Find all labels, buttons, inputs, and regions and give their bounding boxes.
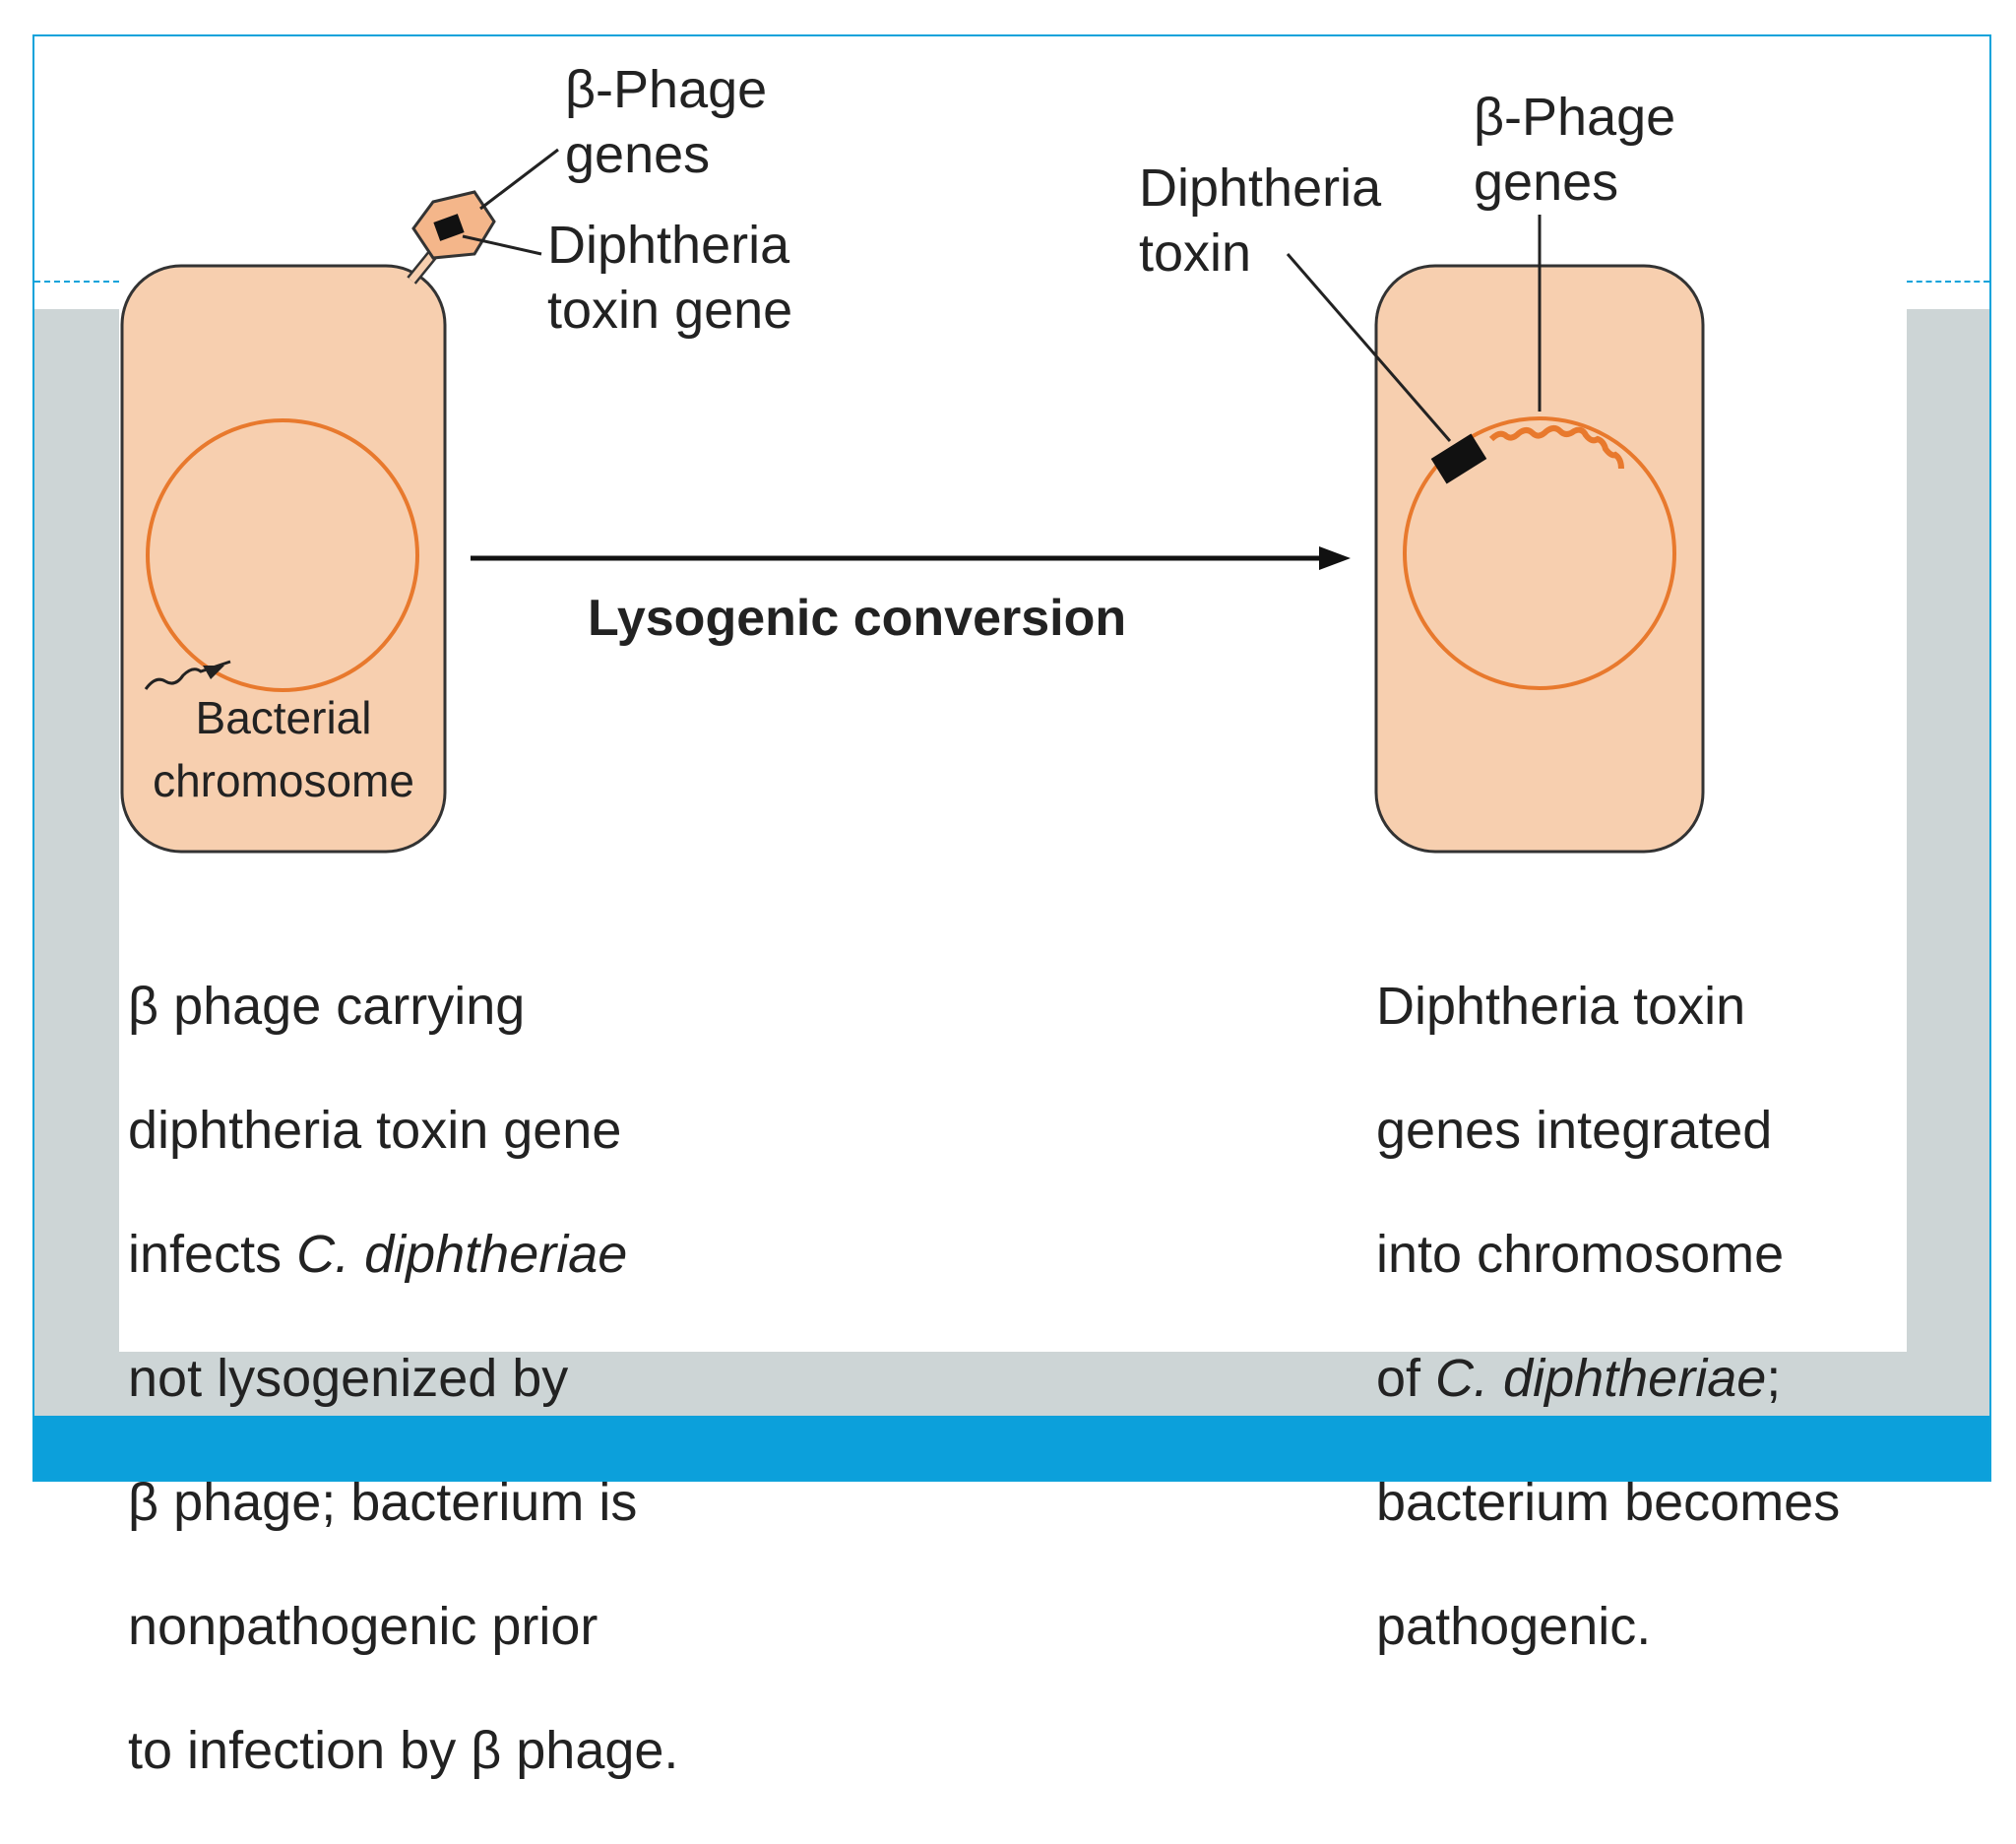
right-caption-species: C. diphtheriae (1435, 1349, 1767, 1408)
right-phage-genes-label: β-Phage genes (1474, 85, 1675, 215)
bacterial-chromosome-line2: chromosome (153, 755, 414, 806)
right-toxin-leader (1286, 253, 1452, 442)
left-toxin-gene-label: Diphtheria toxin gene (547, 213, 792, 343)
right-toxin-label: Diphtheria toxin (1139, 156, 1381, 286)
blue-footer-band (34, 1416, 1989, 1480)
left-phage-genes-line2: genes (565, 125, 711, 184)
left-phage-genes-line1: β-Phage (565, 60, 768, 119)
bacterial-chromosome-label: Bacterial chromosome (130, 686, 437, 812)
left-caption: β phage carrying diphtheria toxin gene i… (128, 914, 678, 1844)
left-caption-species: C. diphtheriae (296, 1225, 628, 1284)
left-caption-line3: infects C. diphtheriae (128, 1224, 678, 1286)
right-caption: Diphtheria toxin genes integrated into c… (1376, 914, 1840, 1720)
right-phage-genes-line2: genes (1474, 153, 1619, 212)
toxin-gene-leader (462, 234, 542, 256)
left-toxin-gene-line2: toxin gene (547, 281, 793, 340)
left-phage-genes-label: β-Phage genes (565, 57, 767, 187)
phage-genes-leader (479, 148, 559, 211)
phage-toxin-gene-block (433, 214, 465, 241)
bacterial-chromosome-line1: Bacterial (195, 692, 372, 743)
right-caption-line4-prefix: of (1376, 1349, 1436, 1408)
right-caption-line5: bacterium becomes (1376, 1473, 1841, 1532)
right-caption-line1: Diphtheria toxin (1376, 977, 1746, 1036)
right-toxin-line1: Diphtheria (1139, 159, 1382, 218)
right-toxin-line2: toxin (1139, 223, 1252, 283)
left-chromosome-pointer-head (203, 666, 224, 679)
left-toxin-gene-line1: Diphtheria (547, 216, 790, 275)
left-caption-line1: β phage carrying (128, 977, 526, 1036)
right-caption-line2: genes integrated (1376, 1101, 1773, 1160)
diagram-graphics (120, 148, 1705, 854)
right-dash-line (1907, 281, 1989, 283)
left-caption-line3-prefix: infects (128, 1225, 297, 1284)
right-caption-line4-suffix: ; (1766, 1349, 1782, 1408)
right-caption-line3: into chromosome (1376, 1225, 1785, 1284)
lysogenic-conversion-label: Lysogenic conversion (588, 590, 1127, 647)
right-bacterial-chromosome (1403, 416, 1676, 690)
right-caption-line6: pathogenic. (1376, 1597, 1652, 1656)
left-bacterial-chromosome (146, 418, 419, 692)
left-caption-line4: not lysogenized by (128, 1349, 569, 1408)
left-caption-line7: to infection by β phage. (128, 1721, 679, 1780)
integrated-phage-genes (1488, 425, 1624, 470)
left-caption-line2: diphtheria toxin gene (128, 1101, 622, 1160)
left-caption-line5: β phage; bacterium is (128, 1473, 638, 1532)
left-dash-line (34, 281, 119, 283)
lysogenic-arrow-head (1319, 546, 1351, 570)
left-caption-line6: nonpathogenic prior (128, 1597, 598, 1656)
right-phage-genes-line1: β-Phage (1474, 88, 1676, 147)
left-bacterial-cell (120, 264, 447, 854)
right-caption-line4: of C. diphtheriae; (1376, 1348, 1840, 1410)
left-chromosome-pointer (144, 660, 231, 690)
integrated-toxin-block (1430, 433, 1487, 484)
